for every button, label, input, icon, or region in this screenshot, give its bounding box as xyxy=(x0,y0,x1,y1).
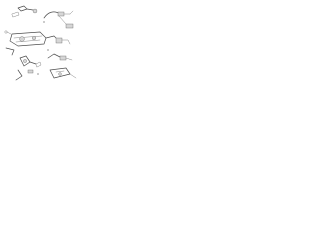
lock-cylinder-center xyxy=(19,36,25,42)
connector-top xyxy=(57,11,65,17)
dot-2 xyxy=(47,49,49,51)
bottom-right-switch xyxy=(47,53,77,79)
housing-edge xyxy=(13,35,43,39)
dot-1 xyxy=(43,21,45,23)
switch-assembly-top xyxy=(43,10,74,29)
connector-bottom xyxy=(59,55,67,61)
key-head xyxy=(11,11,20,18)
parts-diagram xyxy=(0,0,88,93)
key-shaft xyxy=(26,8,34,11)
cylinder-bottom xyxy=(23,59,27,63)
wire-lead-right xyxy=(58,15,67,25)
lock-cylinder xyxy=(32,8,38,14)
switch-body xyxy=(32,36,37,41)
left-small-parts xyxy=(4,30,15,56)
key-shaft-bottom xyxy=(29,61,37,65)
bracket-right xyxy=(65,23,74,29)
bracket-left xyxy=(5,47,15,56)
ignition-key-group xyxy=(11,5,38,18)
wire-center xyxy=(61,39,71,45)
spring-bottom xyxy=(27,69,34,74)
steering-lock-housing xyxy=(9,31,71,47)
leader-plate xyxy=(69,73,77,79)
wire-bottom xyxy=(65,57,73,61)
parts-diagram-svg xyxy=(4,5,77,81)
dot-3 xyxy=(37,73,39,75)
bottom-key-set xyxy=(15,55,42,81)
connector-center xyxy=(55,37,63,44)
key-bottom xyxy=(35,61,42,68)
harness-bottom xyxy=(47,53,63,59)
key-blade-bottom xyxy=(15,69,23,81)
plate-edge xyxy=(55,70,65,73)
wire-harness-top xyxy=(43,11,61,19)
ignition-key xyxy=(17,5,28,12)
leader-left xyxy=(6,31,12,35)
detail-marks xyxy=(37,21,49,75)
plate-hole xyxy=(58,72,62,76)
wire-lead-top-2 xyxy=(69,10,74,15)
housing-body xyxy=(9,31,47,47)
housing-edge-2 xyxy=(15,39,41,43)
